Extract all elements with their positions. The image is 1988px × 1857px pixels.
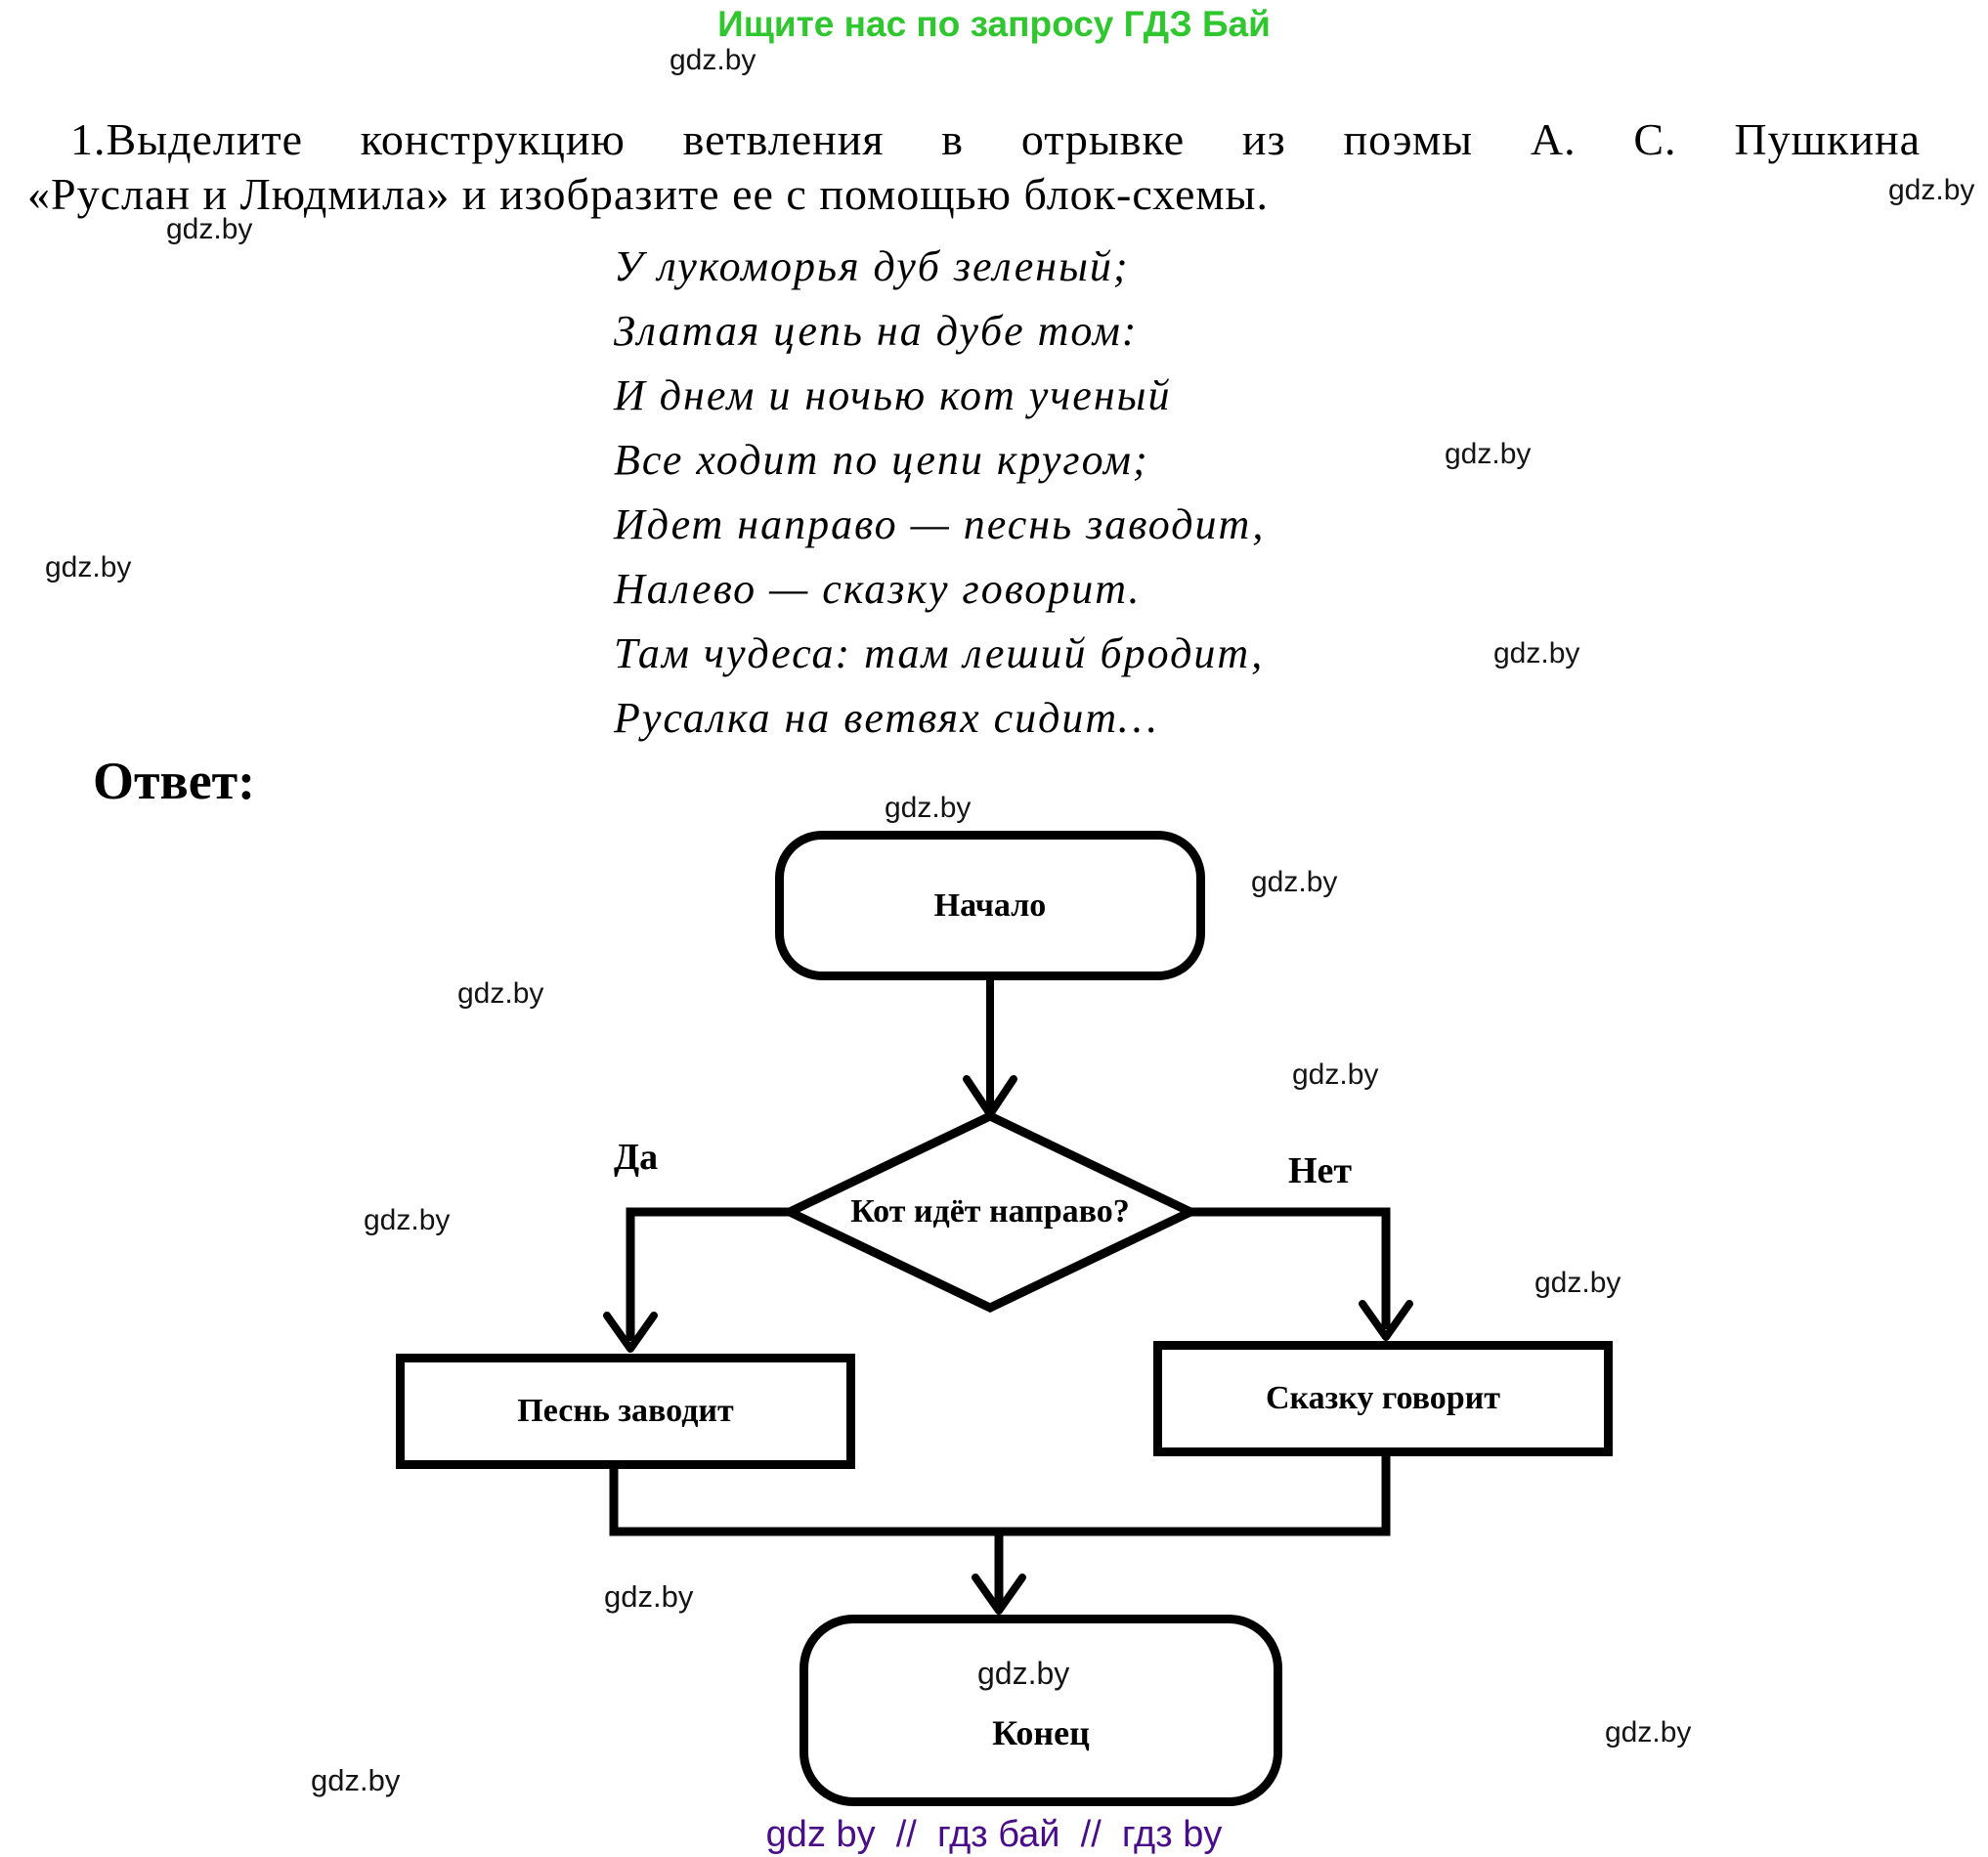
flowchart-end-node: Конец: [800, 1615, 1282, 1806]
watermark: gdz.by: [604, 1579, 694, 1614]
watermark: gdz.by: [1493, 637, 1580, 669]
start-node-label: Начало: [933, 886, 1047, 924]
watermark: gdz.by: [1605, 1716, 1692, 1749]
arrowhead-down-icon: [972, 1574, 1026, 1615]
poem-line: Там чудеса: там леший бродит,: [614, 629, 1265, 677]
poem-line: У лукоморья дуб зеленый;: [614, 242, 1130, 290]
poem-line: Налево — сказку говорит.: [614, 565, 1142, 613]
yes-branch-label: Да: [614, 1137, 659, 1178]
watermark: gdz.by: [670, 44, 756, 76]
promo-header: Ищите нас по запросу ГДЗ Бай: [717, 4, 1271, 44]
no-branch-label: Нет: [1288, 1150, 1353, 1191]
process-yes-label: Песнь заводит: [517, 1393, 734, 1429]
end-node-label: Конец: [992, 1712, 1090, 1752]
poem-excerpt: У лукоморья дуб зеленый; Златая цепь на …: [614, 235, 1265, 751]
watermark: gdz.by: [1445, 438, 1532, 470]
watermark: gdz.by: [1251, 866, 1338, 898]
answer-label: Ответ:: [93, 752, 256, 810]
watermark: gdz.by: [1888, 174, 1975, 206]
decision-diamond: [779, 1111, 1201, 1313]
footer-site-names: gdz by // гдз бай // гдз by: [765, 1814, 1223, 1855]
arrowhead-down-icon: [603, 1312, 658, 1353]
process-no-label: Сказку говорит: [1266, 1380, 1500, 1416]
watermark: gdz.by: [311, 1763, 401, 1797]
poem-line: И днем и ночью кот ученый: [614, 371, 1172, 419]
task-text-line-1: 1.Выделите конструкцию ветвления в отрыв…: [70, 114, 1921, 164]
poem-line: Все ходит по цепи кругом;: [614, 436, 1149, 484]
watermark: gdz.by: [364, 1204, 451, 1236]
watermark: gdz.by: [45, 551, 132, 583]
flowchart-process-no-node: Сказку говорит: [1153, 1341, 1613, 1456]
poem-line: Русалка на ветвях сидит…: [614, 694, 1159, 742]
watermark: gdz.by: [457, 977, 544, 1010]
watermark: gdz.by: [166, 213, 253, 245]
poem-line: Златая цепь на дубе том:: [614, 307, 1139, 355]
watermark: gdz.by: [1534, 1267, 1621, 1299]
watermark: gdz.by: [977, 1656, 1070, 1691]
decision-node-label: Кот идёт направо?: [850, 1193, 1130, 1230]
watermark: gdz.by: [885, 792, 972, 824]
watermark: gdz.by: [1292, 1058, 1379, 1091]
arrowhead-down-icon: [1359, 1300, 1413, 1341]
flowchart-start-node: Начало: [775, 831, 1205, 980]
flowchart-process-yes-node: Песнь заводит: [396, 1354, 855, 1469]
poem-line: Идет направо — песнь заводит,: [614, 500, 1266, 548]
task-text-line-2: «Руслан и Людмила» и изобразите ее с пом…: [27, 169, 1269, 219]
